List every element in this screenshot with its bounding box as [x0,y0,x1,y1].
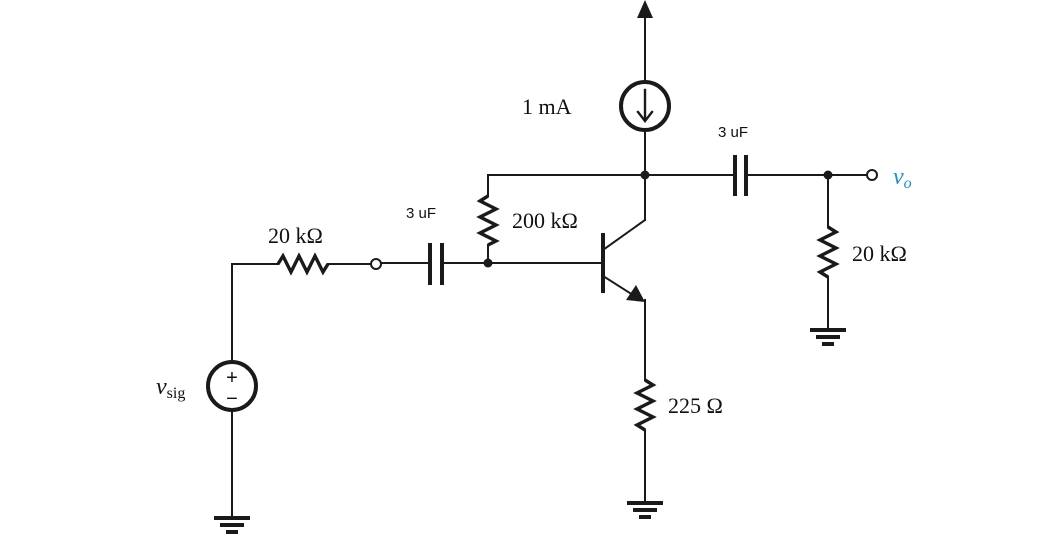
bias-resistor [476,194,500,247]
base-node [483,258,493,268]
ground-source [214,516,250,534]
current-source [619,80,671,132]
ground-emitter [627,501,663,519]
current-source-label: 1 mA [522,94,572,119]
minus-sign: − [226,388,238,410]
input-terminal [370,258,382,270]
load-resistor [816,225,840,279]
input-capacitor [428,243,444,285]
emitter-resistor-label: 225 Ω [668,393,723,418]
ground-load [810,328,846,346]
source-resistor [276,252,330,276]
bias-resistor-label: 200 kΩ [512,208,578,233]
input-capacitor-label: 3 uF [406,205,436,222]
output-voltage-label: vo [893,164,912,192]
plus-sign: + [226,367,238,389]
signal-source-label: vsig [156,374,185,402]
output-capacitor-label: 3 uF [718,124,748,141]
emitter-resistor [633,378,657,432]
output-capacitor [733,155,748,196]
supply-arrow [637,0,653,83]
output-terminal [866,169,878,181]
signal-source: + − [206,360,258,412]
source-resistor-label: 20 kΩ [268,223,323,248]
bjt-transistor [601,174,647,302]
load-resistor-label: 20 kΩ [852,241,907,266]
